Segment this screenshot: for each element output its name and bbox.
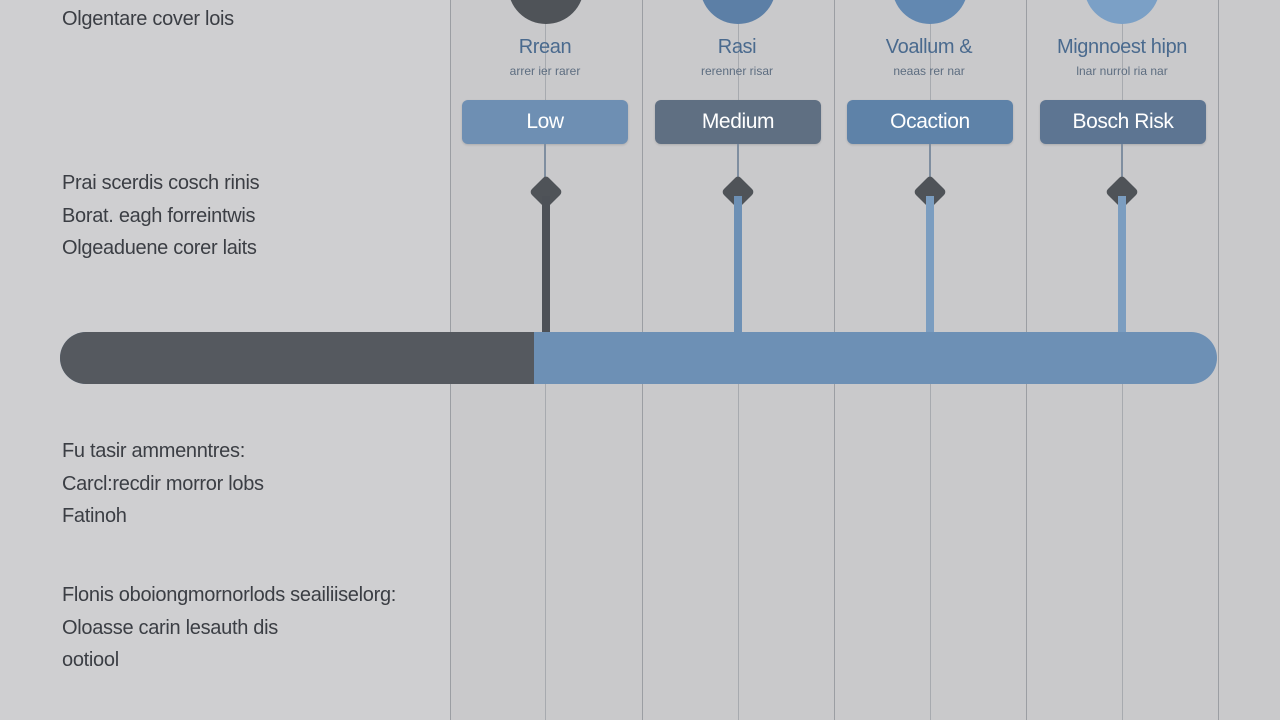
connector-line xyxy=(1121,144,1123,180)
text-block-3: Flonis oboiongmornorlods seailiiselorg: … xyxy=(62,579,396,677)
column-subtitle: rerenner risar xyxy=(700,64,774,78)
column-head-circle xyxy=(508,0,584,24)
risk-badge-medium[interactable]: Medium xyxy=(655,100,821,144)
column-stem xyxy=(542,196,550,332)
text-block-2: Fu tasir ammenntres: Carcl:recdir morror… xyxy=(62,435,264,533)
text-line: Prai scerdis cosch rinis xyxy=(62,172,260,194)
column-subtitle: neaas rer nar xyxy=(893,64,965,78)
column-subtitle: arrer ier rarer xyxy=(509,64,581,78)
text-line: Fu tasir ammenntres: xyxy=(62,440,245,462)
text-line: ootiool xyxy=(62,649,119,671)
column-title: Rasi xyxy=(717,36,757,58)
connector-line xyxy=(544,144,546,180)
column-stem xyxy=(1118,196,1126,332)
column-head-circle xyxy=(700,0,776,24)
column-stem xyxy=(734,196,742,332)
column-title: Rrean xyxy=(518,36,572,58)
column-title: Voallum & xyxy=(885,36,973,58)
connector-line xyxy=(929,144,931,180)
column-stem xyxy=(926,196,934,332)
column-head-circle xyxy=(1084,0,1160,24)
progress-fill xyxy=(60,332,535,384)
text-line: Borat. eagh forreintwis xyxy=(62,204,256,227)
panel-heading: Olgentare cover lois xyxy=(62,8,234,30)
text-line: Olgeaduene corer laits xyxy=(62,237,257,259)
grid-line xyxy=(1218,0,1219,720)
text-line: Fatinoh xyxy=(62,505,127,527)
text-block-1: Prai scerdis cosch rinis Borat. eagh for… xyxy=(62,167,260,265)
column-title: Mignnoest hipn xyxy=(1056,36,1188,58)
text-line: Flonis oboiongmornorlods seailiiselorg: xyxy=(62,584,397,606)
risk-badge-low[interactable]: Low xyxy=(462,100,628,144)
connector-line xyxy=(737,144,739,180)
text-line: Oloasse carin lesauth dis xyxy=(62,616,278,639)
column-head-circle xyxy=(892,0,968,24)
risk-badge-ocaction[interactable]: Ocaction xyxy=(847,100,1013,144)
column-subtitle: lnar nurrol ria nar xyxy=(1076,64,1168,78)
risk-progress-bar xyxy=(60,332,1217,384)
text-line: Carcl:recdir morror lobs xyxy=(62,472,264,495)
risk-badge-bosch-risk[interactable]: Bosch Risk xyxy=(1040,100,1206,144)
